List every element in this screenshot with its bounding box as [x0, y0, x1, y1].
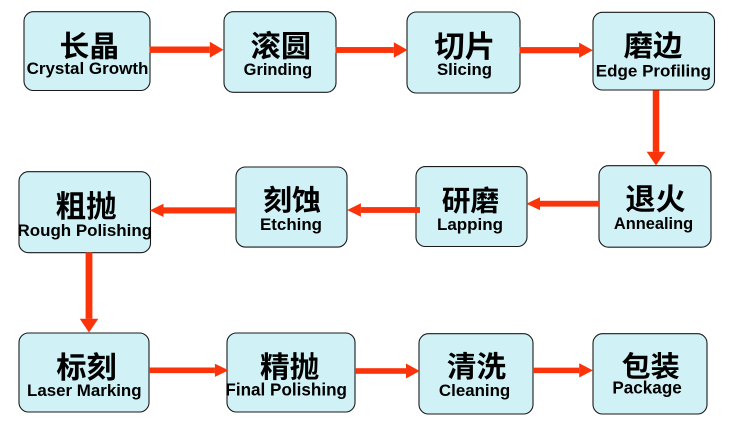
- svg-text:Etching: Etching: [260, 215, 322, 234]
- svg-text:Grinding: Grinding: [244, 61, 312, 79]
- svg-text:Package: Package: [612, 379, 681, 398]
- svg-text:Edge Profiling: Edge Profiling: [596, 61, 711, 80]
- svg-text:Rough Polishing: Rough Polishing: [18, 221, 153, 240]
- svg-text:Lapping: Lapping: [437, 215, 503, 234]
- svg-text:Annealing: Annealing: [614, 215, 693, 233]
- svg-text:Crystal Growth: Crystal Growth: [27, 59, 149, 78]
- svg-text:Slicing: Slicing: [437, 60, 492, 79]
- svg-text:Final Polishing: Final Polishing: [225, 381, 347, 400]
- svg-text:Cleaning: Cleaning: [439, 381, 510, 400]
- svg-text:Laser Marking: Laser Marking: [27, 381, 142, 400]
